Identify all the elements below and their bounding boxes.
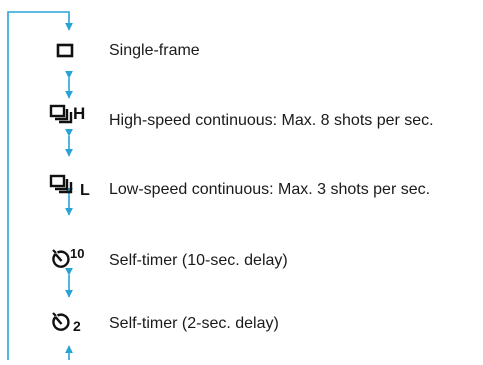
low-speed-continuous-label: Low-speed continuous: Max. 3 shots per s… (109, 181, 431, 198)
low-speed-letter: L (80, 182, 90, 199)
single-frame-icon (56, 43, 74, 58)
self-timer-2-label: Self-timer (2-sec. delay) (109, 315, 279, 332)
self-timer-10-label: Self-timer (10-sec. delay) (109, 252, 288, 269)
single-frame-label: Single-frame (109, 42, 200, 59)
low-speed-continuous-icon: L (49, 174, 90, 199)
self-timer-2-number: 2 (73, 318, 81, 334)
high-speed-continuous-label: High-speed continuous: Max. 8 shots per … (109, 112, 434, 129)
self-timer-2-icon: 2 (52, 312, 81, 334)
self-timer-10-number: 10 (70, 246, 84, 261)
high-speed-letter: H (73, 104, 85, 123)
loop-line (7, 11, 73, 360)
high-speed-continuous-icon: H (49, 104, 85, 124)
self-timer-10-icon: 10 (52, 246, 84, 268)
